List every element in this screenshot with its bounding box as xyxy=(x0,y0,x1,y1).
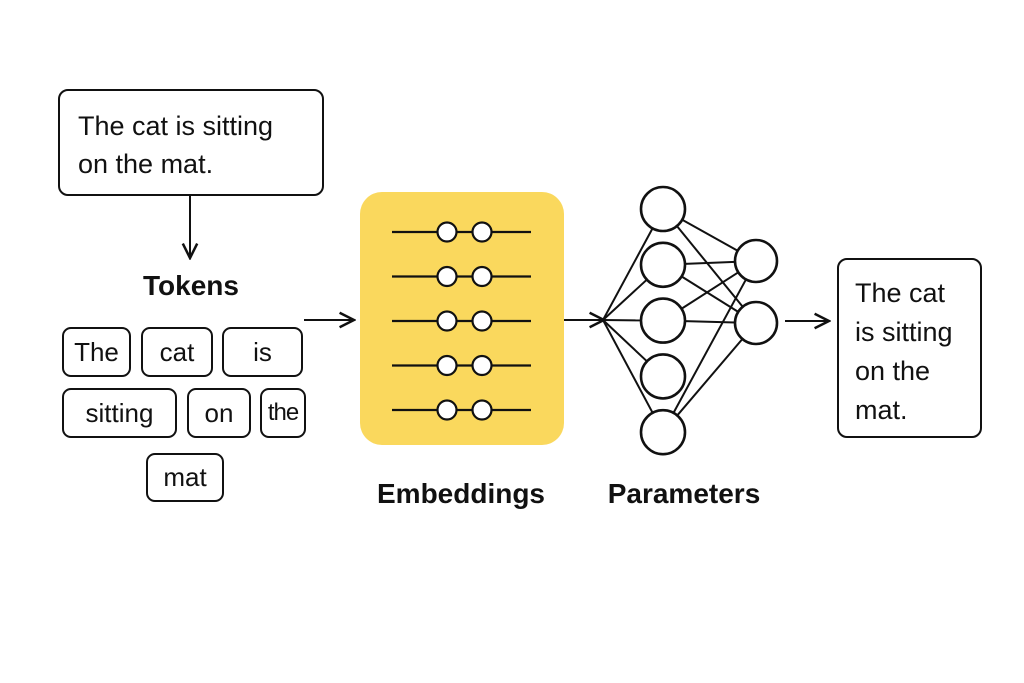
network-node xyxy=(639,241,687,289)
embeddings-label: Embeddings xyxy=(376,478,546,509)
tokens-label: Tokens xyxy=(143,270,239,301)
network-edge xyxy=(602,278,648,321)
slider-knob xyxy=(471,354,493,377)
parameters-label: Parameters xyxy=(607,478,761,509)
token-on: on xyxy=(187,388,251,438)
token-sitting: sitting xyxy=(62,388,177,438)
output-sentence-box: The cat is sitting on the mat. xyxy=(837,258,982,438)
network-edge xyxy=(602,319,654,414)
network-edge xyxy=(676,225,744,308)
neural-network xyxy=(602,185,779,456)
network-edge xyxy=(602,227,654,321)
network-edge xyxy=(680,271,739,310)
output-line: mat. xyxy=(855,395,908,425)
slider-knob xyxy=(436,221,458,243)
slider-knob xyxy=(471,221,493,243)
slider-knob xyxy=(471,310,493,332)
slider-knob xyxy=(471,399,493,421)
network-node xyxy=(639,185,687,233)
input-line: on the mat. xyxy=(78,149,214,179)
network-node xyxy=(639,408,687,456)
output-line: is sitting xyxy=(855,317,953,347)
token-the: The xyxy=(62,327,131,377)
network-edge xyxy=(684,320,736,324)
network-node xyxy=(639,297,687,344)
input-line: The cat is sitting xyxy=(78,111,274,141)
network-edge xyxy=(681,275,739,313)
embedding-sliders xyxy=(392,221,531,421)
slider-knob xyxy=(436,310,458,332)
token-the-2: the xyxy=(260,388,306,438)
network-edge xyxy=(672,278,747,414)
output-line: on the xyxy=(855,356,931,386)
slider-knob xyxy=(436,265,458,288)
slider-knob xyxy=(436,399,458,421)
network-node xyxy=(733,238,779,284)
network-node xyxy=(639,353,687,400)
token-mat: mat xyxy=(146,453,224,502)
embeddings-panel xyxy=(360,192,564,445)
slider-knob xyxy=(471,265,493,288)
input-sentence-box: The cat is sitting on the mat. xyxy=(58,89,324,196)
token-cat: cat xyxy=(141,327,213,377)
network-edge xyxy=(676,338,744,417)
network-node xyxy=(733,300,779,346)
token-is: is xyxy=(222,327,303,377)
network-edge xyxy=(681,218,739,252)
network-edge xyxy=(684,260,736,265)
network-edge xyxy=(602,319,648,363)
output-line: The cat xyxy=(855,278,946,308)
slider-knob xyxy=(436,354,458,377)
